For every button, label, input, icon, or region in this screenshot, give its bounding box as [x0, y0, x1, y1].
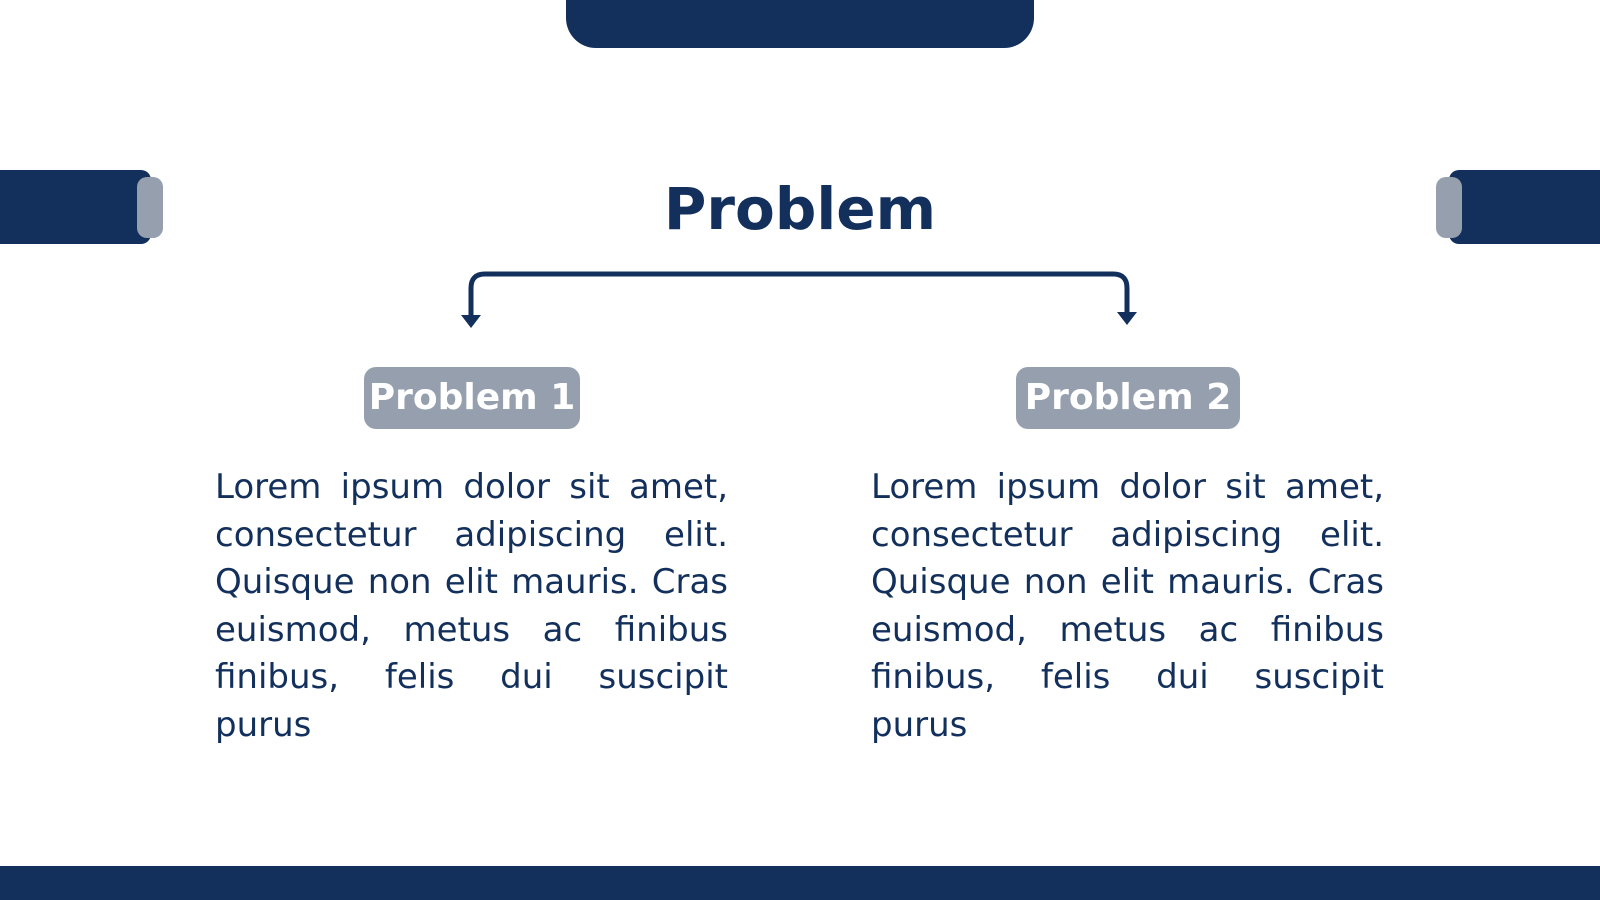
top-tab-decoration: [566, 0, 1034, 48]
right-bar-decoration: [1449, 170, 1600, 244]
right-knob-decoration: [1436, 177, 1462, 238]
problem-2-badge: Problem 2: [1016, 367, 1240, 429]
left-bar-decoration: [0, 170, 151, 244]
bottom-bar-decoration: [0, 866, 1600, 900]
left-knob-decoration: [137, 177, 163, 238]
problem-1-badge: Problem 1: [364, 367, 580, 429]
branch-line: [468, 271, 1130, 319]
arrow-head-left-icon: [461, 315, 481, 328]
problem-2-description: Lorem ipsum dolor sit amet, consectetur …: [871, 467, 1384, 745]
slide-title: Problem: [663, 175, 937, 243]
problem-1-description: Lorem ipsum dolor sit amet, consectetur …: [215, 467, 728, 745]
arrow-head-right-icon: [1117, 312, 1137, 325]
